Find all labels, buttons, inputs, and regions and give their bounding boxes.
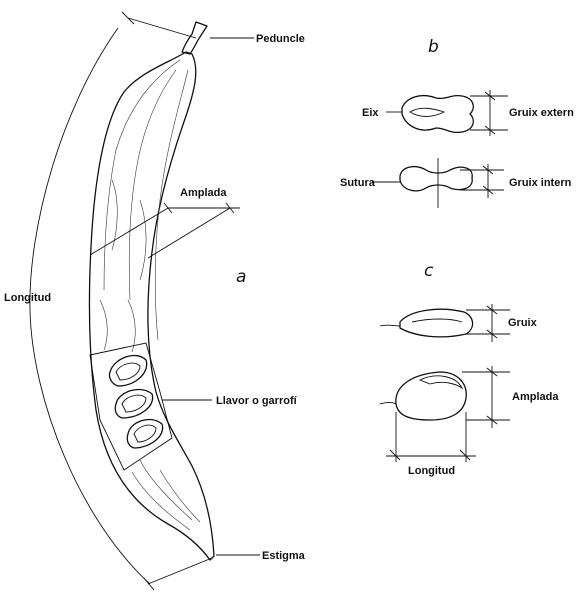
longitud-dimension-arc [30,12,212,590]
label-peduncle: Peduncle [256,33,305,45]
cross-section-inner [372,158,472,208]
panel-letter-c: c [424,261,434,281]
amplada-dimension-lines [90,203,240,258]
panel-letter-b: b [428,37,439,57]
label-llavor: Llavor o garrofí [216,395,298,407]
cross-section-outer [386,96,473,133]
seed-amplada-dimension [462,366,510,428]
seed-3 [127,419,162,448]
seed-side-view [380,309,473,337]
label-amplada-seed: Amplada [512,391,559,403]
label-longitud-seed: Longitud [408,465,455,477]
label-eix: Eix [362,107,379,119]
carob-pod-drawing [89,22,214,560]
seed-2 [115,389,152,418]
gruix-extern-dimension [470,90,508,136]
label-longitud-pod: Longitud [4,292,51,304]
label-estigma: Estigma [262,550,306,562]
label-gruix-intern: Gruix intern [509,177,572,189]
label-amplada-pod: Amplada [180,187,227,199]
label-sutura: Sutura [340,177,376,189]
seed-face-view [380,372,466,420]
seed-1 [109,356,146,386]
label-gruix-extern: Gruix extern [509,107,574,119]
panel-letter-a: a [236,267,246,287]
label-gruix-seed: Gruix [508,317,538,329]
gruix-intern-dimension [460,164,504,198]
